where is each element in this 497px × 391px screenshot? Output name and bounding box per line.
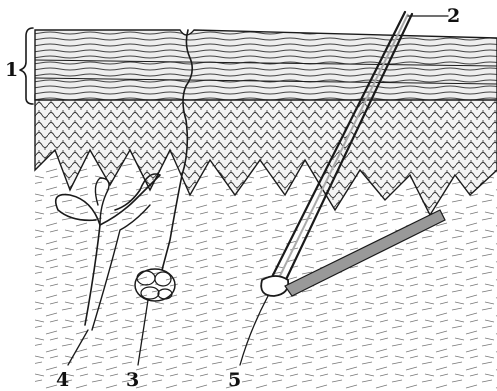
label-gland-3: 3 <box>126 369 139 391</box>
label-layer-1: 1 <box>5 59 18 81</box>
label-hair-2: 2 <box>447 5 460 27</box>
hair-bulb <box>261 276 288 296</box>
label-bulb-5: 5 <box>228 369 241 391</box>
label-gland-4: 4 <box>56 369 69 391</box>
layer-brace <box>20 28 33 104</box>
